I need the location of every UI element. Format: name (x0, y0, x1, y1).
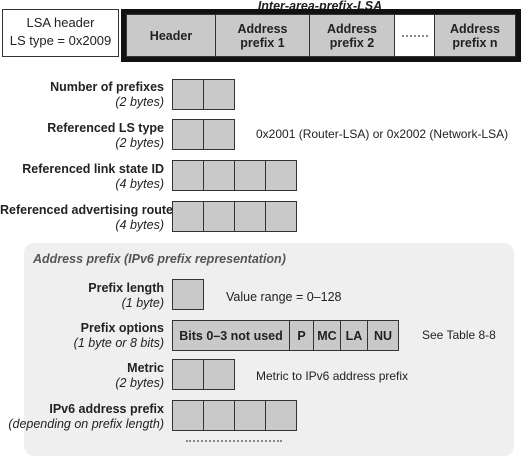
header-cell: Header (127, 15, 216, 56)
header-cell-label: Header (149, 28, 193, 43)
byte-cell (203, 359, 235, 390)
byte-cell (172, 400, 204, 431)
field-metric-label: Metric (127, 361, 164, 375)
byte-cell (172, 119, 204, 150)
field-ipv6-address-prefix-label: IPv6 address prefix (49, 402, 164, 416)
field-prefix-length-note: Value range = 0–128 (226, 290, 342, 304)
option-p: P (290, 321, 314, 350)
byte-cell (265, 400, 297, 431)
lsa-header-line2: LS type = 0x2009 (9, 33, 112, 48)
field-referenced-ls-type-size: (2 bytes) (115, 136, 164, 150)
byte-cell (203, 201, 235, 232)
field-prefix-options-label: Prefix options (80, 321, 164, 335)
byte-cell (172, 79, 204, 110)
option-bits-unused: Bits 0–3 not used (173, 321, 290, 350)
field-ipv6-address-prefix-size: (depending on prefix length) (8, 417, 164, 431)
byte-cell (203, 79, 235, 110)
byte-cell (234, 201, 266, 232)
address-prefix-n-line2: prefix n (452, 35, 498, 50)
lsa-header-line1: LSA header (26, 15, 95, 30)
byte-cell (265, 201, 297, 232)
byte-cell (203, 119, 235, 150)
address-prefix-2-line1: Address (326, 21, 378, 36)
option-mc: MC (314, 321, 341, 350)
field-referenced-advertising-router-label: Referenced advertising router (0, 203, 178, 217)
field-referenced-ls-type-label: Referenced LS type (47, 121, 164, 135)
field-prefix-options-size: (1 byte or 8 bits) (73, 336, 164, 350)
variable-length-dots (186, 440, 282, 442)
address-prefix-1-line2: prefix 1 (240, 35, 285, 50)
byte-cell (234, 160, 266, 191)
ellipsis-dots (402, 35, 428, 37)
field-referenced-ls-type-note: 0x2001 (Router-LSA) or 0x2002 (Network-L… (256, 127, 509, 141)
field-referenced-link-state-id-label: Referenced link state ID (22, 162, 164, 176)
byte-cell (265, 160, 297, 191)
field-number-of-prefixes-size: (2 bytes) (115, 95, 164, 109)
byte-cell (203, 160, 235, 191)
field-number-of-prefixes-label: Number of prefixes (50, 80, 164, 94)
field-referenced-advertising-router-size: (4 bytes) (115, 218, 164, 232)
option-nu: NU (373, 328, 393, 343)
lsa-header-box: LSA header LS type = 0x2009 (2, 9, 119, 57)
address-prefix-1-line1: Address (237, 21, 288, 36)
field-metric-note: Metric to IPv6 address prefix (256, 369, 409, 383)
address-prefix-2-line2: prefix 2 (329, 35, 375, 50)
prefix-options-row: Bits 0–3 not used P MC LA NU (172, 320, 399, 351)
field-prefix-length-size: (1 byte) (121, 296, 164, 310)
ellipsis-cell (395, 15, 435, 56)
byte-cell (234, 400, 266, 431)
option-la: LA (341, 321, 368, 350)
field-prefix-options-note: See Table 8-8 (422, 328, 496, 342)
field-referenced-link-state-id-size: (4 bytes) (115, 177, 164, 191)
byte-cell (172, 279, 204, 310)
address-prefix-n-line1: Address (449, 21, 501, 36)
byte-cell (203, 400, 235, 431)
address-prefix-title: Address prefix (IPv6 prefix representati… (33, 252, 286, 266)
field-metric-size: (2 bytes) (115, 376, 164, 390)
byte-cell (172, 201, 204, 232)
byte-cell (172, 359, 204, 390)
byte-cell (172, 160, 204, 191)
field-prefix-length-label: Prefix length (88, 281, 164, 295)
